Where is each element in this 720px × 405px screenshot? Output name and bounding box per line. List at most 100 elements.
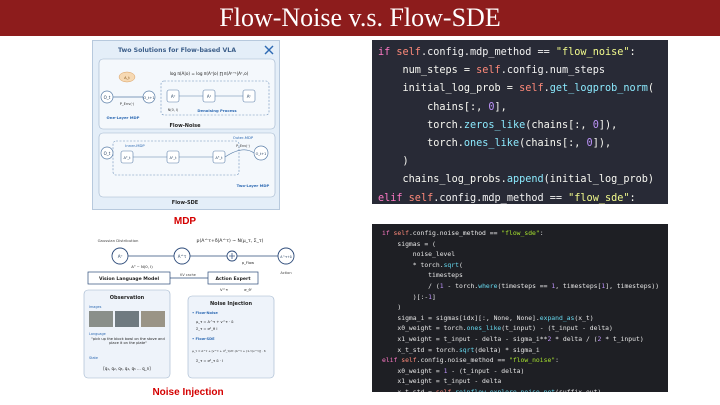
code-token: (	[647, 83, 655, 95]
penv-label: P_Env(·)	[120, 102, 135, 106]
code-token: :	[539, 229, 544, 237]
kv-label: KV cache	[180, 273, 196, 277]
code-token: where	[478, 281, 498, 290]
code-line: )[:-1]	[372, 292, 668, 303]
code-token: .config.mdp_method ==	[420, 47, 556, 58]
noise-a1-label: A¹	[207, 94, 212, 99]
code-line: chains_log_probs.append(initial_log_prob…	[372, 171, 668, 189]
o-next-label: O_t+1	[143, 96, 154, 100]
state-formula: [q₁, q₂, q₃, q₄, q₅ ... q_n]	[103, 366, 151, 371]
code-line: x0_weight = 1 - (t_input - delta)	[372, 366, 668, 377]
code-line: x0_weight = torch.ones_like(t_input) - (…	[372, 323, 668, 334]
noise-injection-diagram: Gaussian Distribution p(A^τ+δ|A^τ) ~ N(μ…	[80, 232, 300, 382]
code-token: * torch.	[382, 260, 444, 269]
sigma-label: σ_θ'	[244, 287, 252, 292]
code-token: )	[382, 303, 402, 312]
code-line: / (1 - torch.where(timesteps == 1, times…	[372, 281, 668, 292]
injection-box	[187, 295, 275, 379]
code-token: (suffix_out)	[555, 387, 602, 392]
code-panel-noise: if self.config.noise_method == "flow_sde…	[372, 224, 668, 392]
code-token: ]),	[598, 119, 618, 131]
code-token: x1_weight = t_input - delta - sigma_i**	[382, 334, 548, 343]
mdp-diagram-svg: Two Solutions for Flow-based VLA log π(A…	[98, 45, 276, 206]
code-token: torch.	[378, 119, 464, 131]
sde-a0-label: A⁰_t	[123, 156, 131, 160]
a-next-label: A^τ+δ	[280, 255, 291, 259]
code-token: 1	[439, 281, 444, 290]
code-line: x1_weight = t_input - delta - sigma_i**2…	[372, 334, 668, 345]
noise-a0-label: A⁰	[171, 94, 176, 99]
code-token: if	[378, 47, 397, 58]
code-line: torch.ones_like(chains[:, 0]),	[372, 135, 668, 153]
code-token: :	[555, 356, 560, 365]
code-token: 1	[601, 281, 606, 290]
code-token: ]),	[592, 138, 612, 150]
code-token: x0_weight =	[382, 366, 444, 375]
sde-eq1: μ_τ = A^τ + [v^τ + σ²_τ/2τ (A^τ + (1-τ)v…	[192, 349, 266, 353]
code-line: sigma_i = sigmas[idx][:, None, None].exp…	[372, 313, 668, 324]
flow-noise-box	[98, 58, 276, 130]
code-token: (timesteps ==	[497, 281, 552, 290]
code-line: chains[:, 0],	[372, 99, 668, 117]
code-token: get_logprob_norm	[549, 83, 648, 95]
noise-eq1: μ_τ = A^τ + v^τ · δ	[196, 320, 233, 324]
sde-ak-label: Aᴷ_t	[215, 156, 223, 160]
instruction-wrapper: "pick up the block bowl on the stove and…	[91, 337, 165, 345]
code-token: timesteps	[382, 271, 463, 280]
denoising-label: Denoising Process	[197, 108, 237, 113]
code-token: (t_input) - (t_input - delta)	[501, 324, 613, 333]
code-token: 0	[592, 119, 599, 131]
observation-title: Observation	[110, 295, 145, 301]
noise-eq2: Σ_τ = σ²_θ I	[196, 327, 217, 331]
noise-caption: Noise Injection	[152, 387, 224, 398]
code-token: 0	[586, 138, 593, 150]
slide-title: Flow-Noise v.s. Flow-SDE	[0, 0, 720, 36]
top-formula: p(A^τ+δ|A^τ) ~ N(μ_τ, Σ_τ)	[197, 238, 264, 244]
normal-label: N(0, I)	[168, 108, 179, 112]
language-label: Language	[89, 332, 106, 336]
mdp-diagram: Two Solutions for Flow-based VLA log π(A…	[92, 40, 280, 210]
code-token: reinflow_explore_noise_net	[455, 387, 556, 392]
code-block-mdp: if self.config.mdp_method == "flow_noise…	[372, 40, 668, 204]
code-token: (chains[:,	[525, 119, 593, 131]
code-token: * t_input)	[601, 334, 644, 343]
code-token: noise_level	[382, 250, 456, 259]
code-line: sigmas = (	[372, 239, 668, 250]
code-token: "flow_sde"	[568, 192, 630, 204]
code-token: 0	[488, 101, 495, 113]
code-token: / (	[382, 281, 440, 290]
code-panel-mdp: if self.config.mdp_method == "flow_noise…	[372, 40, 668, 204]
sde-a1-label: A¹_t	[169, 156, 177, 160]
code-token: .config.num_steps	[500, 65, 605, 77]
code-token: .	[543, 83, 550, 95]
code-token: self	[408, 192, 434, 204]
noise-injection-svg: Gaussian Distribution p(A^τ+δ|A^τ) ~ N(μ…	[83, 238, 295, 379]
pflow-label: p_Flow	[242, 261, 254, 265]
images-label: Images	[89, 305, 102, 309]
code-token: self	[396, 47, 421, 58]
code-token: elif	[378, 192, 409, 204]
code-token: "flow_sde"	[501, 229, 540, 237]
code-token: x_t_std = torch.	[382, 345, 459, 354]
camera-image-1	[89, 311, 113, 327]
a-t-label: A_t	[124, 76, 130, 80]
code-token: .config.noise_method ==	[416, 356, 509, 365]
noise-ak-label: Aᵏ	[247, 94, 252, 99]
inner-mdp-label: Inner-MDP	[125, 143, 145, 148]
sde-eq2: Σ_τ = σ²_τ δ · I	[196, 359, 223, 363]
a-t-node	[118, 71, 136, 83]
code-token: initial_log_prob =	[378, 83, 520, 95]
code-token: torch.	[378, 138, 464, 150]
state-label: State	[89, 356, 98, 360]
code-token: self	[401, 356, 417, 365]
code-token: self	[393, 229, 409, 237]
code-line: if self.config.mdp_method == "flow_noise…	[372, 44, 668, 62]
flow-noise-label: Flow-Noise	[170, 123, 202, 129]
close-icon	[264, 45, 274, 55]
code-token: self	[435, 387, 452, 392]
code-token: append	[506, 174, 544, 186]
code-token: (delta) * sigma_i	[474, 345, 540, 354]
code-token: :	[629, 192, 636, 204]
code-token: )[:-	[382, 292, 429, 301]
code-line: elif self.config.mdp_method == "flow_sde…	[372, 190, 668, 204]
